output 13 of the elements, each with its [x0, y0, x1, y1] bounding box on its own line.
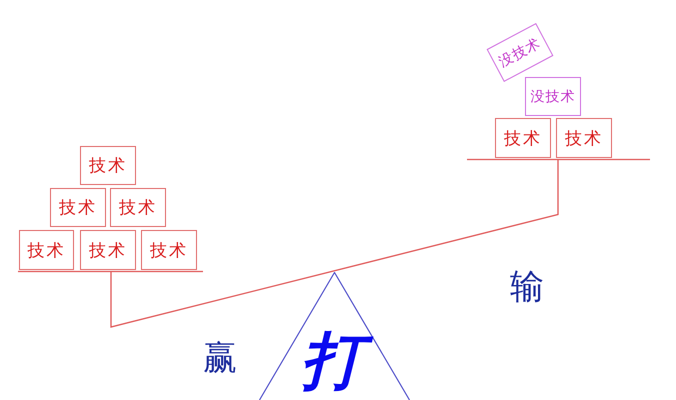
weight-block: 技术	[556, 118, 612, 158]
weight-block: 技术	[80, 146, 136, 185]
outcome-label: 输	[510, 270, 544, 304]
weight-block: 技术	[50, 188, 106, 227]
fulcrum-character: 打	[295, 324, 375, 398]
weight-block: 技术	[80, 230, 136, 270]
weight-block: 技术	[495, 118, 551, 158]
weight-block: 没技术	[525, 77, 581, 116]
weight-block: 技术	[19, 230, 74, 270]
weight-block: 技术	[110, 188, 166, 227]
weight-block: 技术	[141, 230, 197, 270]
outcome-label: 赢	[203, 341, 237, 375]
weight-block: 没技术	[486, 22, 554, 82]
